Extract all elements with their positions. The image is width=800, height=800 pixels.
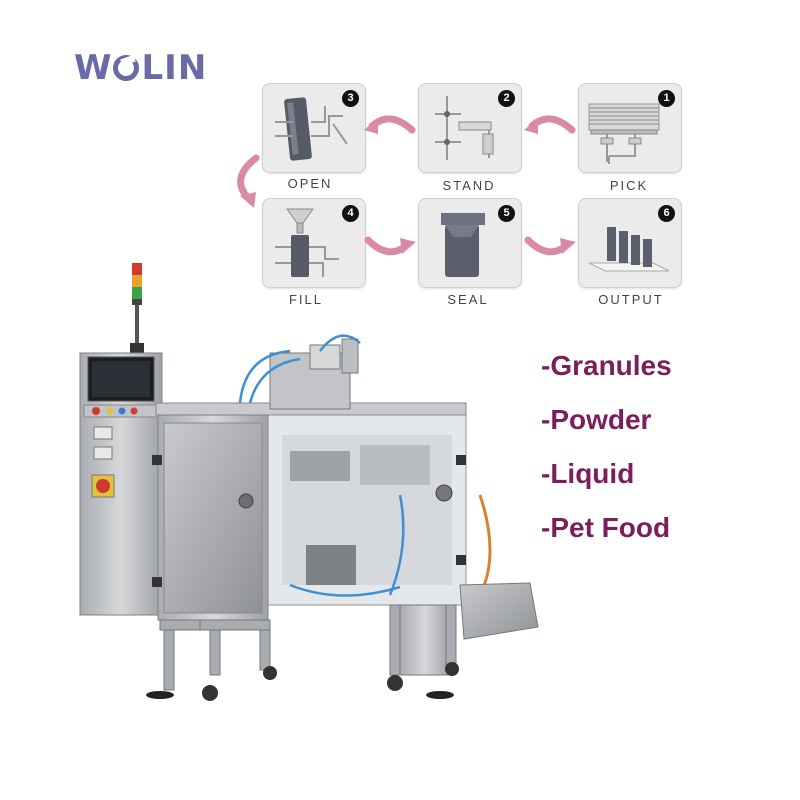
pneumatic-hoses bbox=[238, 334, 405, 597]
step-number-badge: 1 bbox=[658, 90, 675, 107]
step-card-fill: 4 bbox=[262, 198, 366, 288]
control-cabinet bbox=[79, 352, 163, 616]
step-card-pick: 1 bbox=[578, 83, 682, 173]
logo-letters-rest: LIN bbox=[141, 48, 208, 88]
product-item-pet-food: -Pet Food bbox=[541, 512, 671, 543]
open-illustration-icon bbox=[275, 97, 348, 161]
step-label-fill: FILL bbox=[288, 292, 323, 307]
product-item-granules: -Granules bbox=[541, 350, 672, 381]
product-item-powder: -Powder bbox=[541, 404, 652, 435]
step-card-stand: 2 bbox=[418, 83, 522, 173]
logo-ring-icon bbox=[112, 55, 139, 81]
machine-main-body bbox=[152, 338, 467, 621]
signal-tower-light-icon bbox=[130, 263, 144, 353]
step-label-stand: STAND bbox=[442, 178, 496, 193]
arrow-seal-to-output-icon bbox=[524, 236, 576, 256]
logo-letter-w: W bbox=[74, 48, 112, 88]
step-number-badge: 2 bbox=[498, 90, 515, 107]
step-label-pick: PICK bbox=[609, 178, 649, 193]
step-label-output: OUTPUT bbox=[598, 292, 664, 307]
step-label-open: OPEN bbox=[287, 176, 333, 191]
product-type-list: -Granules -Powder -Liquid -Pet Food bbox=[541, 346, 672, 562]
step-card-seal: 5 bbox=[418, 198, 522, 288]
wolin-logo: W LIN bbox=[74, 48, 207, 88]
stand-illustration-icon bbox=[435, 96, 494, 160]
seal-illustration-icon bbox=[441, 213, 485, 277]
arrow-stand-to-open-icon bbox=[364, 115, 416, 134]
product-item-liquid: -Liquid bbox=[541, 458, 635, 489]
step-number-badge: 4 bbox=[342, 205, 359, 222]
packing-machine-illustration bbox=[79, 263, 539, 701]
arrow-open-to-fill-icon bbox=[237, 154, 260, 208]
arrow-pick-to-stand-icon bbox=[524, 115, 576, 134]
step-number-badge: 3 bbox=[342, 90, 359, 107]
pick-illustration-icon bbox=[588, 103, 660, 164]
step-number-badge: 6 bbox=[658, 205, 675, 222]
fill-illustration-icon bbox=[275, 208, 339, 277]
step-number-badge: 5 bbox=[498, 205, 515, 222]
step-card-output: 6 bbox=[578, 198, 682, 288]
output-chute bbox=[399, 582, 539, 676]
orange-hose bbox=[478, 494, 492, 596]
caster-wheels-icon bbox=[146, 662, 459, 701]
step-card-open: 3 bbox=[262, 83, 366, 173]
step-label-seal: SEAL bbox=[447, 292, 489, 307]
output-illustration-icon bbox=[588, 227, 670, 272]
arrow-fill-to-seal-icon bbox=[364, 236, 416, 256]
